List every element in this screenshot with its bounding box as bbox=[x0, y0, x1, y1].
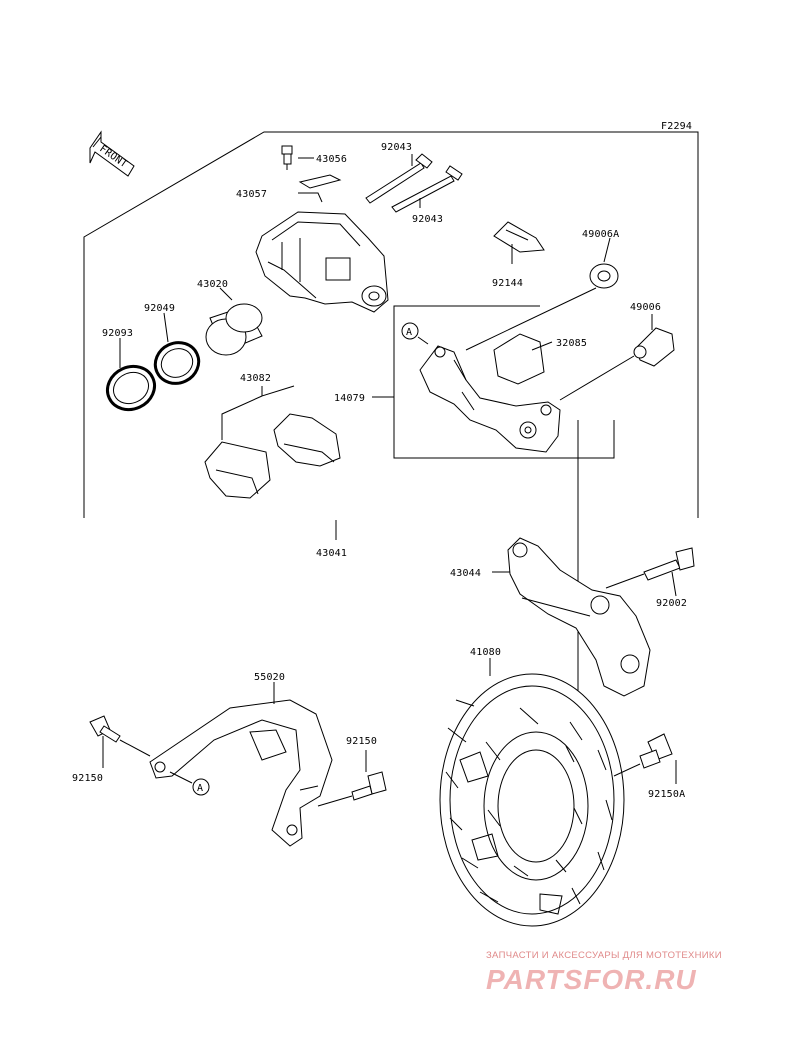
caliper-pin-lower bbox=[391, 165, 463, 213]
watermark-logo: PARTSFOR.RU bbox=[486, 964, 697, 995]
figure-code: F2294 bbox=[661, 121, 692, 132]
leader-lines bbox=[102, 154, 677, 784]
caliper-bracket bbox=[419, 345, 561, 453]
label-43044: 43044 bbox=[450, 568, 481, 579]
watermark-tagline: ЗАПЧАСТИ И АКСЕССУАРЫ ДЛЯ МОТОТЕХНИКИ bbox=[486, 950, 722, 961]
label-41080: 41080 bbox=[470, 647, 501, 658]
brake-pad-left bbox=[204, 441, 271, 499]
bushing bbox=[633, 327, 675, 367]
disc-bolt bbox=[613, 733, 673, 777]
bleed-screw bbox=[281, 145, 293, 170]
label-92093: 92093 bbox=[102, 328, 133, 339]
caliper-pin-upper bbox=[365, 153, 433, 204]
caliper-mount-bracket bbox=[507, 537, 651, 697]
label-92002: 92002 bbox=[656, 598, 687, 609]
leader-lines-bracket bbox=[465, 287, 635, 700]
callout-a-top-letter: A bbox=[406, 327, 412, 338]
front-arrow-icon bbox=[89, 130, 135, 177]
frame-outline bbox=[83, 131, 699, 518]
label-14079: 14079 bbox=[334, 393, 365, 404]
label-43020: 43020 bbox=[197, 279, 228, 290]
pad-shim bbox=[493, 333, 545, 385]
brake-pad-right bbox=[273, 413, 341, 467]
piston-seal bbox=[153, 341, 201, 385]
callout-a-bottom-letter: A bbox=[197, 783, 203, 794]
callout-circle-a-top bbox=[401, 322, 419, 340]
label-32085: 32085 bbox=[556, 338, 587, 349]
label-43056: 43056 bbox=[316, 154, 347, 165]
label-92043-bottom: 92043 bbox=[412, 214, 443, 225]
label-92150-middle: 92150 bbox=[346, 736, 377, 747]
label-49006: 49006 bbox=[630, 302, 661, 313]
brake-disc bbox=[439, 673, 625, 927]
label-92043-top: 92043 bbox=[381, 142, 412, 153]
guard-bolt-left bbox=[89, 715, 151, 757]
bleeder-cap bbox=[298, 174, 342, 189]
label-92150A: 92150A bbox=[648, 789, 685, 800]
caliper-body bbox=[255, 211, 389, 313]
label-92049: 92049 bbox=[144, 303, 175, 314]
caliper-guard bbox=[149, 699, 333, 847]
callout-circle-a-bottom bbox=[192, 778, 210, 796]
label-92144: 92144 bbox=[492, 278, 523, 289]
rubber-boot bbox=[589, 263, 619, 289]
label-43082: 43082 bbox=[240, 373, 271, 384]
label-55020: 55020 bbox=[254, 672, 285, 683]
label-49006A: 49006A bbox=[582, 229, 619, 240]
dust-seal bbox=[106, 364, 156, 412]
pad-spring bbox=[493, 221, 545, 253]
guard-bolt-middle bbox=[317, 771, 387, 807]
label-43041: 43041 bbox=[316, 548, 347, 559]
mount-bolt bbox=[605, 547, 695, 589]
label-43057: 43057 bbox=[236, 189, 267, 200]
label-92150-left: 92150 bbox=[72, 773, 103, 784]
bracket-group-box bbox=[393, 305, 615, 459]
caliper-piston bbox=[205, 303, 263, 356]
